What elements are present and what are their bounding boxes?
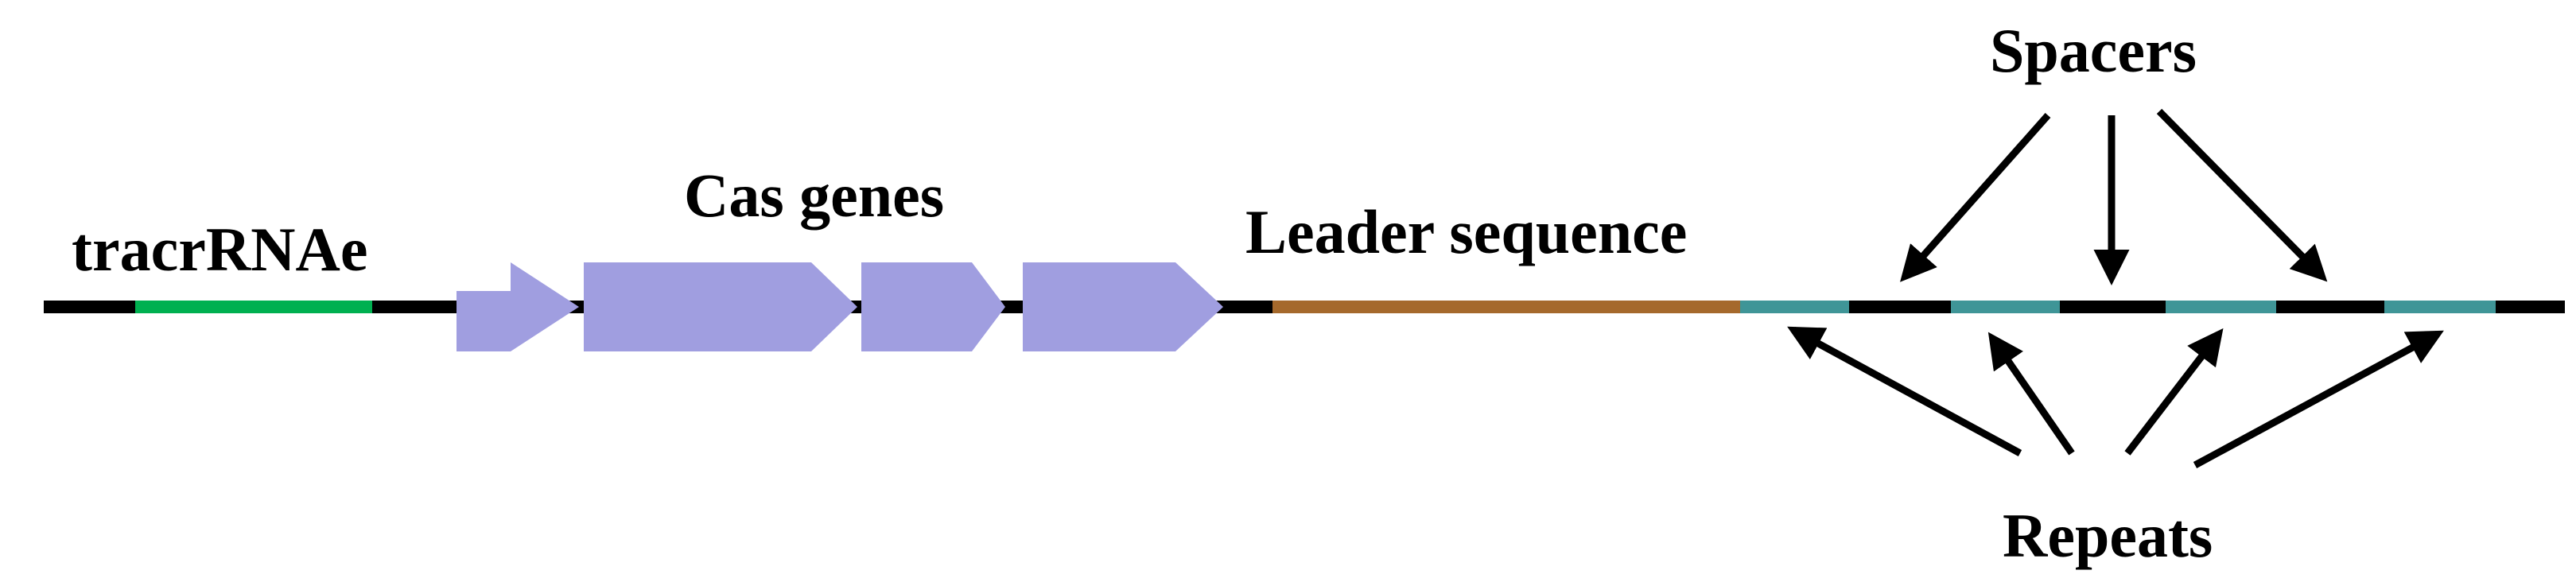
repeat-arrow-1 — [1787, 326, 2022, 456]
cas-genes-label: Cas genes — [684, 161, 944, 230]
spacers-label: Spacers — [1990, 16, 2197, 85]
repeat-arrow-3 — [2124, 328, 2224, 456]
tracr-label: tracrRNAe — [72, 215, 367, 284]
repeat-arrow-4 — [2193, 330, 2444, 468]
repeats-label: Repeats — [2003, 501, 2213, 570]
spacer-arrow-3 — [2156, 108, 2328, 282]
cas-gene-3 — [861, 262, 1005, 351]
cas-gene-2 — [584, 262, 857, 351]
leader-sequence-label: Leader sequence — [1245, 197, 1687, 266]
spacer-arrow-1 — [1900, 113, 2051, 282]
cas-gene-4 — [1023, 262, 1223, 351]
cas-gene-1 — [457, 262, 579, 351]
repeat-arrow-2 — [1987, 332, 2075, 456]
